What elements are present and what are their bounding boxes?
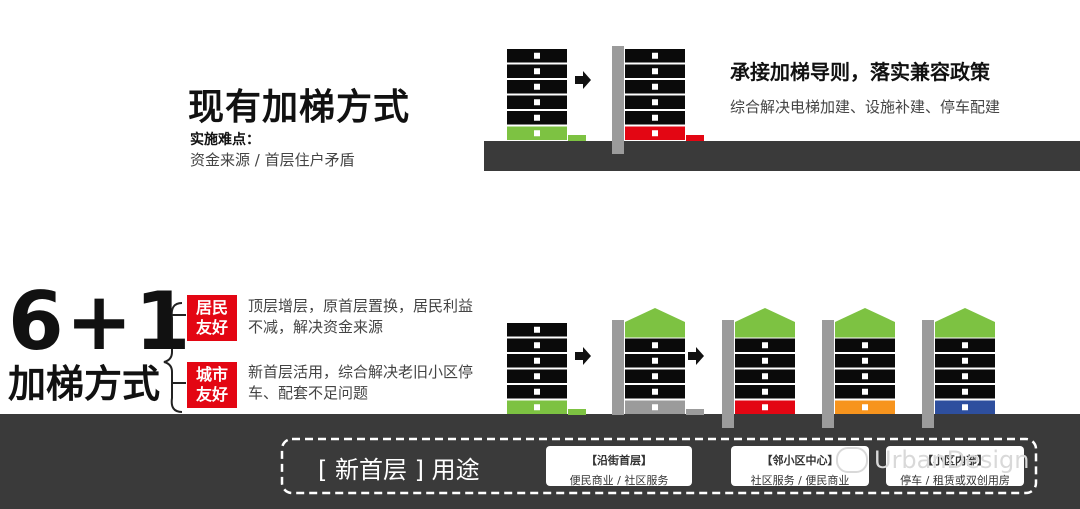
window-icon (762, 342, 768, 349)
existing-method-title: 现有加梯方式 (188, 87, 411, 128)
grey-strip (686, 409, 704, 415)
window-icon (534, 326, 540, 333)
use-card-title: 【小区内部】 (922, 454, 988, 467)
curly-bracket (163, 302, 183, 413)
elevator-shaft (722, 320, 734, 428)
arrow-icon (575, 71, 591, 89)
window-icon (534, 52, 540, 59)
window-icon (762, 373, 768, 380)
window-icon (862, 373, 868, 380)
tag-line: 友好 (195, 318, 228, 337)
window-icon (962, 373, 968, 380)
tag-line: 友好 (195, 385, 228, 404)
use-card-title: 【沿街首层】 (586, 454, 652, 467)
use-card-desc: 便民商业 / 社区服务 (569, 474, 669, 487)
window-icon (534, 83, 540, 90)
window-icon (652, 83, 658, 90)
city-friendly-description: 新首层活用，综合解决老旧小区停车、配套不足问题 (248, 363, 474, 402)
policy-title: 承接加梯导则，落实兼容政策 (730, 60, 990, 84)
window-icon (962, 404, 968, 411)
window-icon (862, 404, 868, 411)
window-icon (862, 357, 868, 364)
new-floor-dashed-frame (280, 437, 1038, 495)
window-icon (652, 388, 658, 395)
window-icon (534, 99, 540, 106)
arrow-icon (688, 347, 704, 365)
window-icon (652, 130, 658, 137)
rooftop-addition (625, 308, 685, 338)
elevator-shaft (922, 320, 934, 428)
window-icon (534, 388, 540, 395)
use-card-street: 【沿街首层】 便民商业 / 社区服务 (546, 446, 692, 487)
window-icon (652, 99, 658, 106)
tag-line: 居民 (195, 298, 228, 317)
tag-line: 城市 (195, 365, 228, 384)
red-strip (686, 135, 704, 141)
window-icon (652, 114, 658, 121)
window-icon (962, 342, 968, 349)
window-icon (534, 373, 540, 380)
window-icon (534, 114, 540, 121)
window-icon (652, 373, 658, 380)
window-icon (652, 52, 658, 59)
elevator-shaft (612, 46, 624, 154)
window-icon (762, 388, 768, 395)
window-icon (652, 357, 658, 364)
use-card-desc: 社区服务 / 便民商业 (750, 474, 850, 487)
resident-friendly-description: 顶层增层，原首层置换，居民利益不减，解决资金来源 (248, 297, 474, 336)
policy-subtitle: 综合解决电梯加建、设施补建、停车配建 (730, 98, 1001, 116)
window-icon (534, 357, 540, 364)
watermark: UrbanDesign (836, 446, 1029, 474)
resident-friendly-tag: 居民 友好 (187, 295, 237, 341)
rooftop-addition (735, 308, 795, 338)
window-icon (652, 404, 658, 411)
window-icon (862, 342, 868, 349)
city-friendly-tag: 城市 友好 (187, 362, 237, 408)
top-ground (484, 141, 1080, 171)
difficulty-label: 实施难点： (190, 132, 260, 148)
new-floor-uses-label: [ 新首层 ] 用途 (318, 456, 480, 484)
use-card-desc: 停车 / 租赁或双创用房 (900, 474, 1010, 487)
watermark-text: UrbanDesign (874, 446, 1030, 474)
window-icon (962, 388, 968, 395)
use-card-title: 【邻小区中心】 (761, 454, 839, 467)
window-icon (534, 130, 540, 137)
window-icon (652, 342, 658, 349)
green-strip (568, 409, 586, 415)
rooftop-addition (835, 308, 895, 338)
arrow-icon (575, 347, 591, 365)
window-icon (962, 357, 968, 364)
difficulty-text: 资金来源 / 首层住户矛盾 (190, 151, 355, 169)
green-strip (568, 135, 586, 141)
wechat-icon (836, 447, 868, 473)
window-icon (762, 357, 768, 364)
window-icon (762, 404, 768, 411)
elevator-shaft (822, 320, 834, 428)
rooftop-addition (935, 308, 995, 338)
window-icon (534, 404, 540, 411)
method-subtitle: 加梯方式 (8, 362, 161, 406)
window-icon (534, 68, 540, 75)
six-plus-one-title: 6+1 (8, 275, 193, 368)
elevator-shaft (612, 320, 624, 415)
window-icon (862, 388, 868, 395)
window-icon (652, 68, 658, 75)
use-card-inside-community: 【小区内部】 停车 / 租赁或双创用房 (886, 446, 1024, 487)
window-icon (534, 342, 540, 349)
